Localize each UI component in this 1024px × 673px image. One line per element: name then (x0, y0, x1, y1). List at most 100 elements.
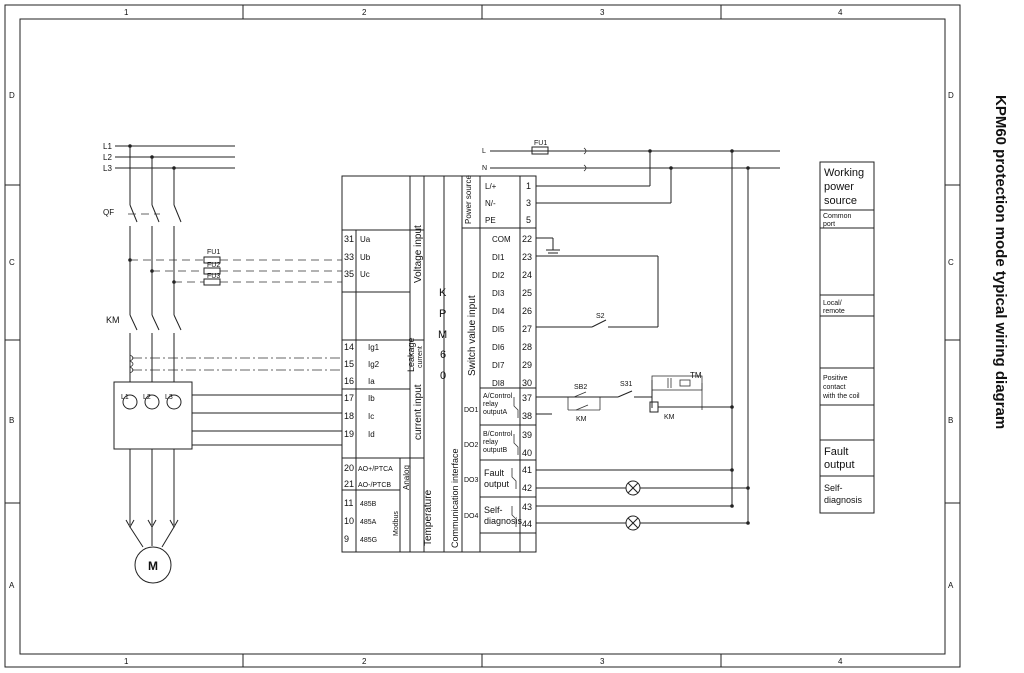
grid-row-a-left: A (9, 581, 15, 590)
power-source-label: Power source (464, 175, 473, 224)
terminal-15: 15 (344, 359, 354, 369)
terminal-40: 40 (522, 448, 532, 458)
terminal-28: 28 (522, 342, 532, 352)
terminal-10: 10 (344, 516, 354, 526)
terminal-1-label: L/+ (485, 182, 497, 191)
terminal-16: 16 (344, 376, 354, 386)
phase-l2-label: L2 (103, 153, 112, 162)
do1-text-1: A/Control (483, 393, 513, 400)
terminal-11-label: 485B (360, 501, 377, 508)
grid-col-2-top: 2 (362, 8, 367, 17)
do4-text-2: diagnosis (484, 516, 523, 526)
do4-label: DO4 (464, 513, 479, 520)
terminal-18-label: Ic (368, 412, 374, 421)
terminal-25: 25 (522, 288, 532, 298)
legend-local-1: Local/ (823, 300, 842, 307)
modbus-label: Modbus (393, 511, 400, 536)
terminal-44: 44 (522, 519, 532, 529)
terminal-21: 21 (344, 479, 354, 489)
terminal-35: 35 (344, 269, 354, 279)
grid-row-d-right: D (948, 91, 954, 100)
terminal-15-label: Ig2 (368, 360, 380, 369)
control-fuse-label: FU1 (534, 140, 547, 147)
terminal-21-label: AO-/PTCB (358, 482, 391, 489)
terminal-30: 30 (522, 378, 532, 388)
terminal-10-label: 485A (360, 519, 377, 526)
terminal-20-label: AO+/PTCA (358, 466, 393, 473)
legend-working-1: Working (824, 167, 864, 179)
timer-tm-label: TM (690, 371, 702, 380)
do1-label: DO1 (464, 407, 479, 414)
external-wiring: L N FU1 S2 SB2 (482, 140, 780, 531)
terminal-5: 5 (526, 215, 531, 225)
km-contact-label: KM (576, 416, 587, 423)
grid-row-b-right: B (948, 416, 953, 425)
do4-text-1: Self- (484, 505, 503, 515)
motor-label: M (148, 559, 158, 573)
voltage-input-label: Voltage input (413, 225, 424, 283)
terminal-25-label: DI3 (492, 289, 505, 298)
legend-local-2: remote (823, 308, 845, 315)
leakage-current-label: current (417, 346, 424, 368)
terminal-29-label: DI7 (492, 361, 505, 370)
terminal-9-label: 485G (360, 537, 377, 544)
terminal-39: 39 (522, 430, 532, 440)
terminal-14: 14 (344, 342, 354, 352)
terminal-24: 24 (522, 270, 532, 280)
terminal-9: 9 (344, 534, 349, 544)
ct-l2-label: L2 (143, 394, 151, 401)
terminal-18: 18 (344, 411, 354, 421)
legend-fault-2: output (824, 459, 855, 471)
do3-label: DO3 (464, 477, 479, 484)
terminal-11: 11 (344, 498, 353, 508)
terminal-22-label: COM (492, 235, 511, 244)
terminal-3: 3 (526, 198, 531, 208)
grid-col-4-bottom: 4 (838, 657, 843, 666)
terminal-43: 43 (522, 502, 532, 512)
ct-l3-label: L3 (165, 394, 173, 401)
legend-positive-3: with the coil (822, 393, 860, 400)
communication-interface-label: Communication interface (450, 448, 460, 548)
three-phase-circuit: L1 L2 L3 QF FU1 FU2 FU3 (103, 142, 342, 584)
terminal-20: 20 (344, 463, 354, 473)
km-coil-label: KM (664, 414, 675, 421)
terminal-33: 33 (344, 252, 354, 262)
ct-l1-label: L1 (121, 394, 129, 401)
drawing-frame: 1 2 3 4 1 2 3 4 D C B A D C B A (4, 4, 961, 668)
analog-label: Analog (402, 465, 411, 490)
terminal-16-label: Ia (368, 377, 375, 386)
leakage-label: Leakage (406, 337, 416, 372)
terminal-37: 37 (522, 393, 532, 403)
grid-row-c-left: C (9, 258, 15, 267)
terminal-23-label: DI1 (492, 253, 505, 262)
device-letter-3: M (438, 329, 447, 341)
grid-col-2-bottom: 2 (362, 657, 367, 666)
fuse-1-label: FU1 (207, 249, 220, 256)
terminal-27: 27 (522, 324, 532, 334)
legend-working-2: power (824, 181, 854, 193)
terminal-35-label: Uc (360, 270, 370, 279)
terminal-23: 23 (522, 252, 532, 262)
diagram-title: KPM60 protection mode typical wiring dia… (992, 95, 1009, 429)
legend-common-2: port (823, 221, 835, 228)
do1-text-2: relay (483, 401, 499, 408)
legend-self-2: diagnosis (824, 495, 863, 505)
grid-col-1-top: 1 (124, 8, 129, 17)
terminal-17: 17 (344, 393, 354, 403)
terminal-26-label: DI4 (492, 307, 505, 316)
do3-text-1: Fault (484, 468, 505, 478)
grid-row-a-right: A (948, 581, 954, 590)
terminal-41: 41 (522, 465, 532, 475)
terminal-19: 19 (344, 429, 354, 439)
terminal-29: 29 (522, 360, 532, 370)
terminal-42: 42 (522, 483, 532, 493)
grid-row-c-right: C (948, 258, 954, 267)
button-sb2-label: SB2 (574, 384, 587, 391)
terminal-38: 38 (522, 411, 532, 421)
legend-positive-1: Positive (823, 375, 848, 382)
live-line-label: L (482, 148, 486, 155)
grid-row-d-left: D (9, 91, 15, 100)
terminal-5-label: PE (485, 216, 496, 225)
device-letter-1: K (439, 287, 447, 299)
